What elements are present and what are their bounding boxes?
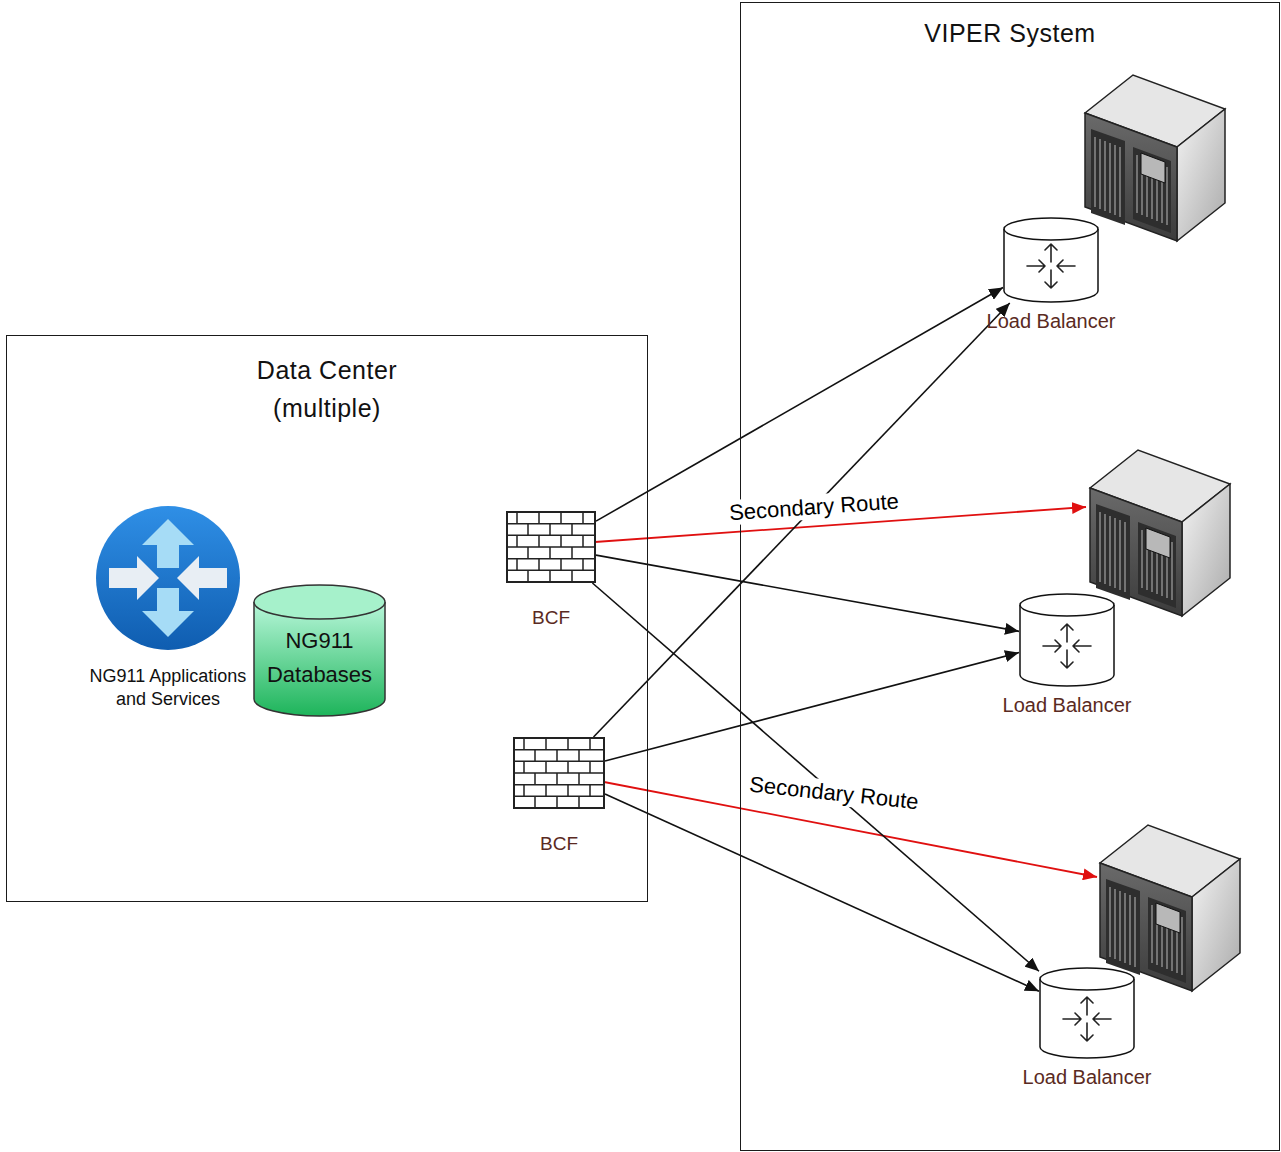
red-route-arrow xyxy=(604,782,1097,877)
connector-arrow xyxy=(592,583,1039,971)
icon-label: Load Balancer xyxy=(1003,694,1132,716)
router-graphic xyxy=(95,505,241,651)
firewall-graphic xyxy=(506,511,596,583)
server-icon xyxy=(1085,75,1225,241)
firewall-icon: BCF xyxy=(513,737,605,809)
router-icon: NG911 Applications and Services xyxy=(95,505,241,651)
system-region: VIPER SystemLoad BalancerLoad BalancerLo… xyxy=(740,2,1280,1151)
data-center-region: Data Center (multiple) NG911 Applications… xyxy=(6,335,648,902)
database-cylinder: NG911 Databases xyxy=(253,584,386,717)
region-title: VIPER System xyxy=(924,19,1095,47)
lb-graphic xyxy=(1003,217,1099,303)
lb-graphic xyxy=(1039,967,1135,1059)
text-slot: Load Balancer xyxy=(1023,1065,1152,1089)
connector-arrow xyxy=(596,288,1003,522)
server-icon xyxy=(1090,450,1230,616)
firewall-graphic xyxy=(513,737,605,809)
region-title: Data Center (multiple) xyxy=(257,356,397,422)
load-balancer-cylinder: Load Balancer xyxy=(1019,593,1115,687)
connector-arrow xyxy=(605,653,1019,761)
text-slot: VIPER System xyxy=(860,15,1160,53)
connector-arrow xyxy=(605,794,1039,991)
text-slot: NG911 Databases xyxy=(259,624,380,692)
icon-label: Load Balancer xyxy=(1023,1066,1152,1088)
icon-label: Load Balancer xyxy=(987,310,1116,332)
icon-label: BCF xyxy=(532,607,570,628)
lb-graphic xyxy=(1019,593,1115,687)
server-icon xyxy=(1100,825,1240,991)
text-slot: Load Balancer xyxy=(987,309,1116,333)
icon-label: BCF xyxy=(540,833,578,854)
route-label: Secondary Route xyxy=(745,771,923,815)
connector-arrow xyxy=(596,555,1019,631)
load-balancer-cylinder: Load Balancer xyxy=(1039,967,1135,1059)
load-balancer-cylinder: Load Balancer xyxy=(1003,217,1099,303)
text-slot: Load Balancer xyxy=(1003,693,1132,717)
icon-label: NG911 Applications and Services xyxy=(90,666,247,709)
database-label: NG911 Databases xyxy=(259,624,380,692)
text-slot: NG911 Applications and Services xyxy=(83,665,253,712)
firewall-icon: BCF xyxy=(506,511,596,583)
route-label: Secondary Route xyxy=(725,488,902,526)
text-slot: BCF xyxy=(540,833,578,856)
text-slot: BCF xyxy=(532,607,570,630)
text-slot: Data Center (multiple) xyxy=(240,352,415,427)
red-route-arrow xyxy=(595,507,1086,542)
